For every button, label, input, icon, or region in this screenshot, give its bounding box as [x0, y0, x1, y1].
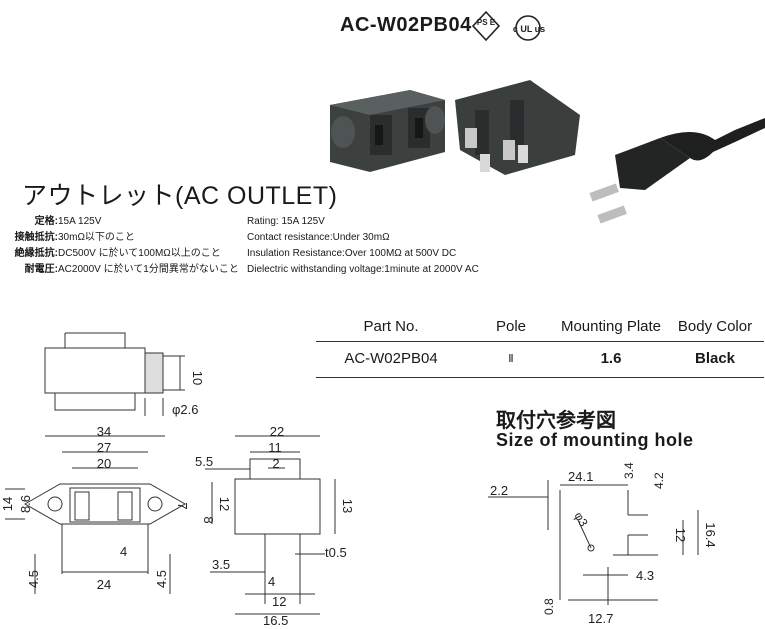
page-heading: アウトレット(AC OUTLET): [22, 182, 338, 210]
cell-color: Black: [666, 341, 764, 378]
dim-mh-12: 12: [673, 528, 688, 542]
dim-profile-t: t0.5: [325, 545, 347, 560]
dim-side-10: 10: [190, 371, 205, 385]
dim-profile-22: 22: [270, 424, 284, 439]
spec-row-jp: 接触抵抗:30mΩ以下のこと: [14, 232, 135, 243]
front-view-drawing: 34 27 20 14 8.6 7 4 24 4.5 4.5: [0, 424, 190, 594]
model-title: AC-W02PB04: [340, 14, 472, 36]
dim-profile-5.5: 5.5: [195, 454, 213, 469]
product-photo: [330, 80, 765, 224]
dim-mh-phi3: φ3: [571, 510, 591, 530]
dim-profile-4: 4: [268, 574, 275, 589]
dim-front-34: 34: [97, 424, 111, 439]
specs-japanese: 定格:15A 125V 接触抵抗:30mΩ以下のこと 絶縁抵抗:DC500V に…: [0, 214, 239, 278]
dim-front-27: 27: [97, 440, 111, 455]
spec-row-jp: 絶縁抵抗:DC500V に於いて100MΩ以上のこと: [14, 248, 221, 259]
pse-label: PS E: [477, 18, 496, 27]
dim-profile-12-vert: 12: [217, 497, 232, 511]
dim-profile-11: 11: [268, 440, 282, 455]
header-body-color: Body Color: [666, 314, 764, 342]
dim-front-4: 4: [120, 544, 127, 559]
spec-row-jp: 耐電圧:AC2000V に於いて1分間異常がないこと: [24, 264, 239, 275]
dim-front-4.5-left: 4.5: [26, 570, 41, 588]
dim-profile-8: 8: [201, 516, 216, 523]
dim-mh-24.1: 24.1: [568, 469, 593, 484]
dim-mh-3.4: 3.4: [622, 462, 636, 479]
specs-english: Rating: 15A 125V Contact resistance:Unde…: [247, 214, 479, 278]
mounting-hole-title-en: Size of mounting hole: [496, 430, 694, 450]
dim-front-4.5-right: 4.5: [154, 570, 169, 588]
profile-view-drawing: 22 11 2 5.5 12 8 13 3.5 4 12 16.5 t0.5: [195, 424, 355, 628]
dim-mh-4.3: 4.3: [636, 568, 654, 583]
cell-pole: Ⅱ: [466, 341, 556, 378]
cul-mark-icon: c UL us: [513, 15, 545, 41]
dim-mh-4.2: 4.2: [652, 472, 666, 489]
dim-front-24: 24: [97, 577, 111, 592]
pse-mark-icon: PS E: [471, 10, 501, 42]
dim-mh-0.8: 0.8: [542, 598, 556, 615]
cell-part-no: AC-W02PB04: [316, 341, 466, 378]
dim-mh-16.4: 16.4: [703, 522, 718, 547]
cell-plate: 1.6: [556, 341, 666, 378]
part-table: Part No. Pole Mounting Plate Body Color …: [316, 314, 764, 378]
header-part-no: Part No.: [316, 314, 466, 342]
dim-profile-2: 2: [272, 456, 279, 471]
dim-profile-13: 13: [340, 499, 355, 513]
dim-profile-16.5: 16.5: [263, 613, 288, 628]
plug-image: [589, 118, 765, 224]
side-view-drawing: 10 φ2.6: [44, 332, 205, 417]
mounting-hole-title-jp: 取付穴参考図: [496, 410, 616, 432]
cul-label: c UL us: [513, 24, 545, 34]
dim-front-14: 14: [0, 497, 15, 511]
spec-row-en: Rating: 15A 125V: [247, 216, 325, 227]
dim-front-7: 7: [175, 502, 190, 509]
dim-side-phi: φ2.6: [172, 402, 199, 417]
outlet-front-image: [330, 90, 445, 172]
spec-row-en: Dielectric withstanding voltage:1minute …: [247, 264, 479, 275]
spec-row-en: Contact resistance:Under 30mΩ: [247, 232, 390, 243]
outlet-back-image: [455, 80, 580, 175]
dim-profile-3.5: 3.5: [212, 557, 230, 572]
spec-row-jp: 定格:15A 125V: [34, 216, 102, 227]
dim-front-8.6: 8.6: [18, 495, 33, 513]
dim-front-20: 20: [97, 456, 111, 471]
header-mounting-plate: Mounting Plate: [556, 314, 666, 342]
dim-profile-12: 12: [272, 594, 286, 609]
header-pole: Pole: [466, 314, 556, 342]
spec-row-en: Insulation Resistance:Over 100MΩ at 500V…: [247, 248, 457, 259]
dim-mh-2.2: 2.2: [490, 483, 508, 498]
mounting-hole-drawing: 2.2 24.1 3.4 4.2 φ3 12 16.4 4.3 0.8 12.7: [488, 462, 718, 626]
dim-mh-12.7: 12.7: [588, 611, 613, 626]
